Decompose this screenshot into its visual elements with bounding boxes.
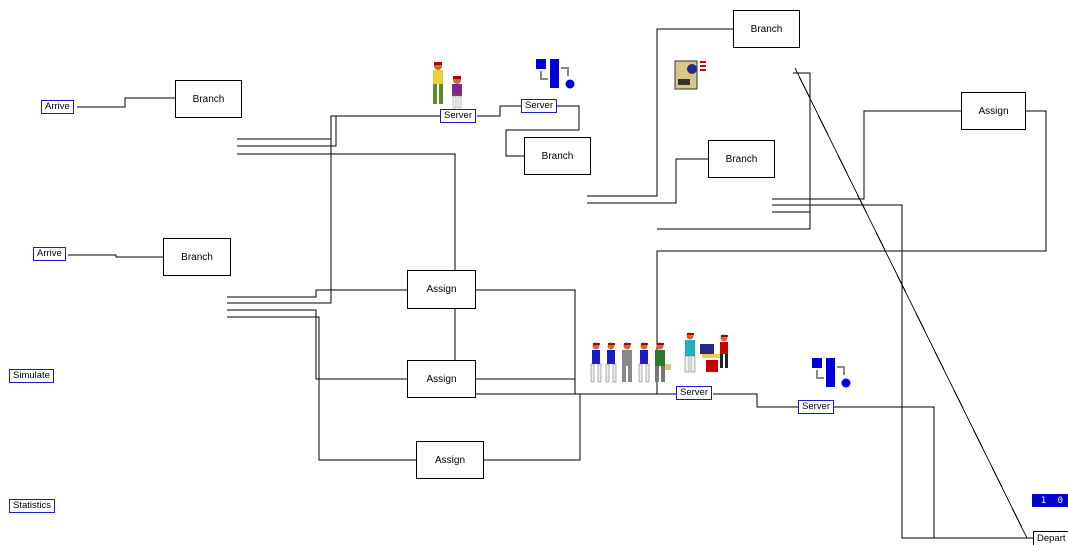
- server-label-2[interactable]: Server: [521, 99, 557, 113]
- statistics-button[interactable]: Statistics: [9, 499, 56, 513]
- arrive-label-1[interactable]: Arrive: [41, 100, 74, 114]
- simulate-button[interactable]: Simulate: [9, 369, 54, 383]
- process-flow-icon: [812, 358, 851, 388]
- assign-block-4[interactable]: Assign: [961, 92, 1026, 130]
- queue-people-icon: [590, 332, 728, 383]
- branch-block-2[interactable]: Branch: [163, 238, 231, 276]
- process-flow-icon: [536, 59, 575, 89]
- branch-block-5[interactable]: Branch: [708, 140, 775, 178]
- workers-pair-icon: [433, 62, 462, 109]
- server-label-4[interactable]: Server: [798, 400, 834, 414]
- fax-machine-icon: [674, 59, 708, 90]
- depart-label[interactable]: Depart: [1033, 531, 1068, 545]
- assign-block-1[interactable]: Assign: [407, 270, 476, 309]
- assign-block-3[interactable]: Assign: [416, 441, 484, 479]
- server-label-1[interactable]: Server: [440, 109, 476, 123]
- arrive-label-2[interactable]: Arrive: [33, 247, 66, 261]
- branch-block-1[interactable]: Branch: [175, 80, 242, 118]
- entity-counter: 1 0: [1032, 494, 1068, 507]
- branch-block-3[interactable]: Branch: [524, 137, 591, 175]
- branch-block-4[interactable]: Branch: [733, 10, 800, 48]
- server-label-3[interactable]: Server: [676, 386, 712, 400]
- assign-block-2[interactable]: Assign: [407, 360, 476, 398]
